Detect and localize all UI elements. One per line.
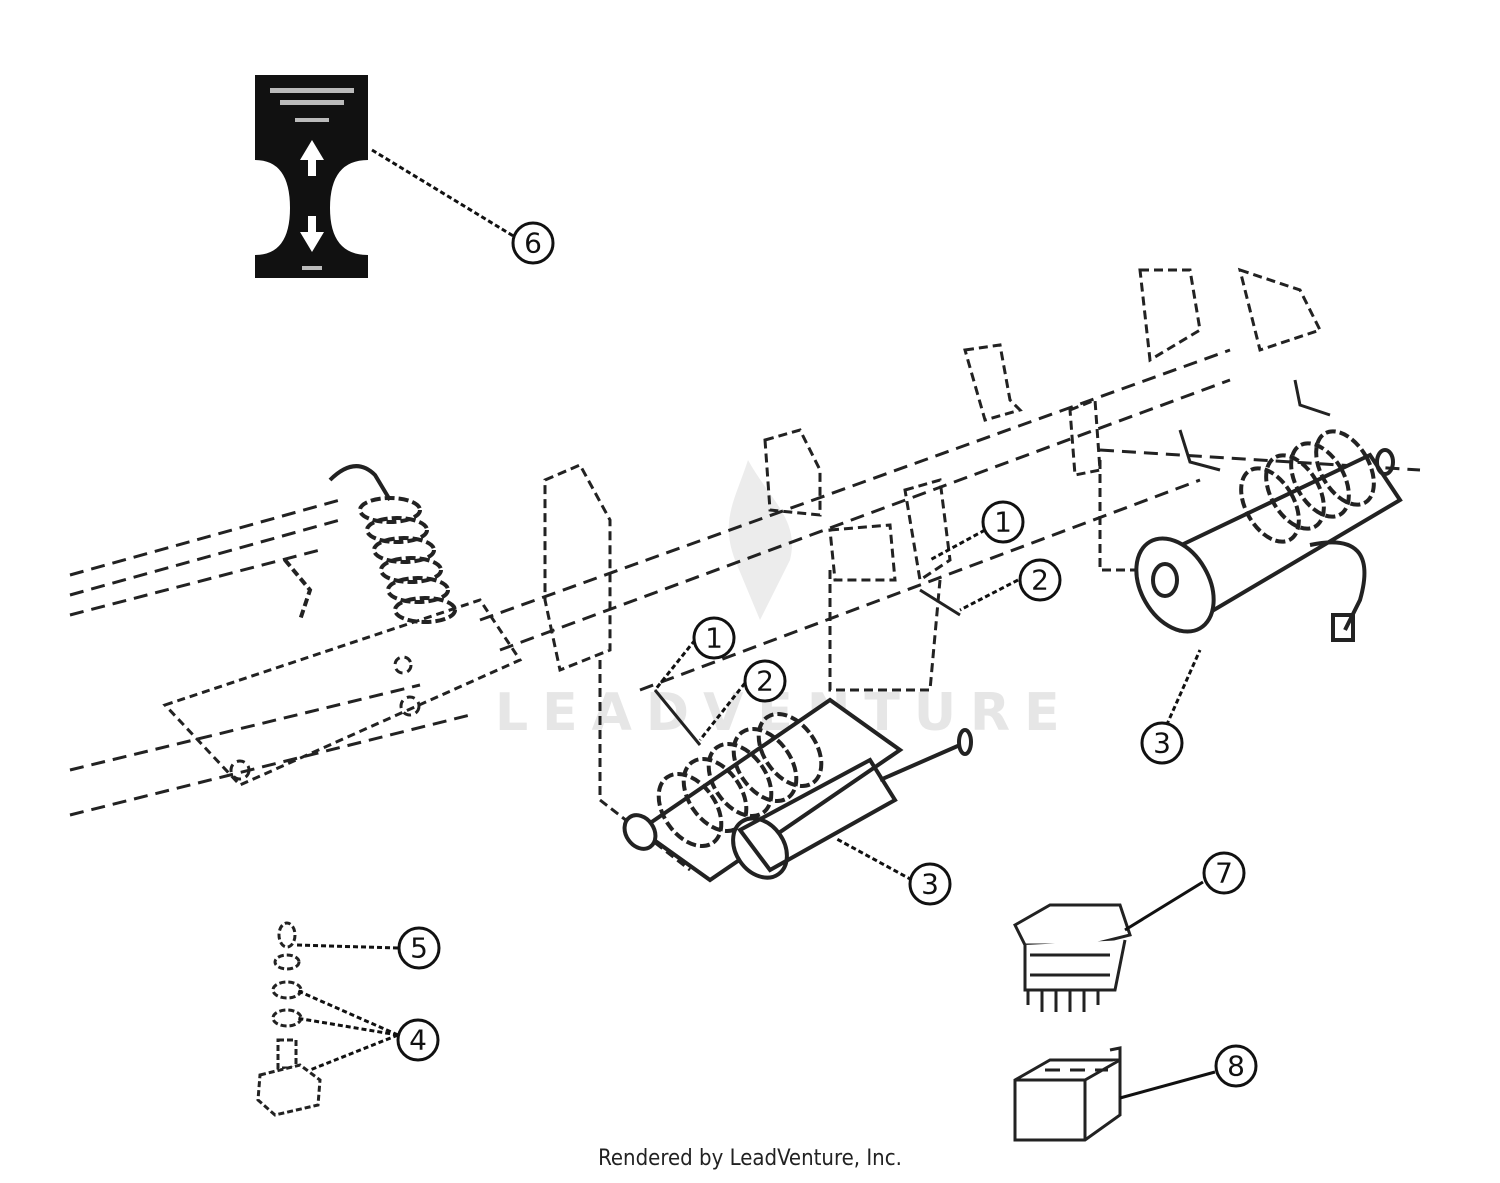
callout-1a: 1 [981, 500, 1025, 544]
control-decal [255, 75, 368, 278]
spring-shock [283, 464, 457, 624]
actuator-upper [1134, 429, 1403, 642]
callout-1b: 1 [692, 616, 736, 660]
svg-text:3: 3 [921, 868, 939, 901]
svg-text:2: 2 [756, 665, 774, 698]
svg-text:6: 6 [524, 227, 542, 260]
callout-6: 6 [511, 221, 555, 265]
svg-text:4: 4 [409, 1024, 427, 1057]
callout-7: 7 [1202, 851, 1246, 895]
rocker-switch [1013, 903, 1132, 1012]
callout-2b: 2 [743, 659, 787, 703]
svg-text:2: 2 [1031, 564, 1049, 597]
bolts [653, 379, 1331, 746]
callout-8: 8 [1214, 1044, 1258, 1088]
callout-4: 4 [396, 1018, 440, 1062]
callout-5: 5 [397, 926, 441, 970]
switch-connector [1013, 1046, 1122, 1142]
leader-lines [295, 148, 1216, 1100]
front-plate [162, 598, 523, 787]
actuator-lower [622, 697, 973, 883]
svg-text:3: 3 [1153, 727, 1171, 760]
toggle-switch [256, 921, 322, 1117]
watermark: LEADVENTURE [495, 460, 1060, 743]
svg-text:8: 8 [1227, 1050, 1245, 1083]
svg-text:7: 7 [1215, 857, 1233, 890]
callout-2a: 2 [1018, 558, 1062, 602]
callout-3b: 3 [908, 862, 952, 906]
callout-3a: 3 [1140, 721, 1184, 765]
render-credit: Rendered by LeadVenture, Inc. [598, 1146, 902, 1171]
svg-text:5: 5 [410, 932, 428, 965]
svg-text:1: 1 [994, 506, 1012, 539]
svg-text:1: 1 [705, 622, 723, 655]
